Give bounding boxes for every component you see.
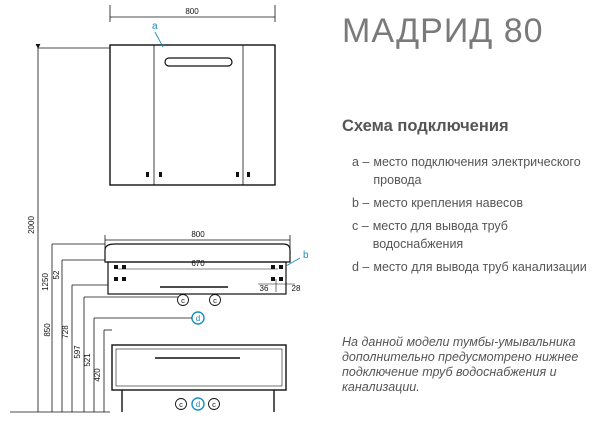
top-width-label: 800 (185, 7, 199, 16)
installation-note: На данной модели тумбы-умывальника допол… (342, 335, 579, 394)
offset-28: 28 (292, 284, 301, 293)
legend-key-c: c – (352, 219, 369, 233)
marker-b-label: b (303, 250, 309, 261)
top-width-dimension: 800 (109, 5, 276, 22)
inner-width-label: 670 (191, 259, 205, 268)
marker-d-upper: d (196, 314, 200, 323)
marker-d-lower: d (196, 400, 200, 409)
legend-key-a: a – (352, 155, 370, 169)
marker-c-lower-left: c (179, 400, 183, 409)
marker-c-upper-left: c (181, 296, 185, 305)
height-728: 728 (61, 325, 70, 339)
marker-a-label: a (152, 21, 158, 32)
legend-text-a: место подключения электрического провода (373, 155, 581, 187)
offset-36: 36 (260, 284, 269, 293)
height-lines (10, 44, 110, 413)
inner-width-dimension: 670 (118, 259, 278, 270)
legend-text-c: место для вывода труб водоснабжения (372, 219, 508, 251)
height-597: 597 (73, 345, 82, 359)
vanity-width-label: 800 (191, 230, 205, 239)
side-offsets: 36 28 (258, 279, 301, 293)
legend-list: a – место подключения электрического про… (352, 153, 592, 281)
legend-key-d: d – (352, 260, 370, 274)
section-subtitle: Схема подключения (342, 117, 509, 135)
stepped-height-lines (71, 284, 192, 412)
pipe-markers: c c d c d c (175, 294, 221, 411)
product-title: МАДРИД 80 (342, 12, 544, 50)
offset-52: 52 (52, 270, 61, 279)
marker-c-upper-right: c (213, 296, 217, 305)
vanity-width-dimension: 800 (104, 230, 291, 250)
height-2000: 2000 (27, 216, 36, 234)
mount-points (114, 265, 283, 281)
legend-text-d: место для вывода труб канализации (373, 260, 587, 274)
legend-item-d: d – место для вывода труб канализации (352, 258, 592, 276)
legend-item-c: c – место для вывода труб водоснабжения (352, 217, 592, 253)
vanity-cabinet (104, 243, 291, 412)
legend-item-b: b – место крепления навесов (352, 194, 592, 212)
height-420: 420 (93, 368, 102, 382)
legend-key-b: b – (352, 196, 370, 210)
height-521: 521 (83, 353, 92, 367)
connection-diagram: 800 a 2000 1250 52 800 (10, 5, 309, 413)
cabinet-lamp (164, 57, 233, 67)
height-1250: 1250 (41, 273, 50, 291)
height-850: 850 (43, 323, 52, 337)
legend-text-b: место крепления навесов (373, 196, 523, 210)
marker-c-lower-right: c (212, 400, 216, 409)
mirror-cabinet (109, 44, 276, 186)
legend-item-a: a – место подключения электрического про… (352, 153, 592, 189)
marker-b: b (285, 250, 309, 267)
marker-a: a (152, 21, 164, 48)
